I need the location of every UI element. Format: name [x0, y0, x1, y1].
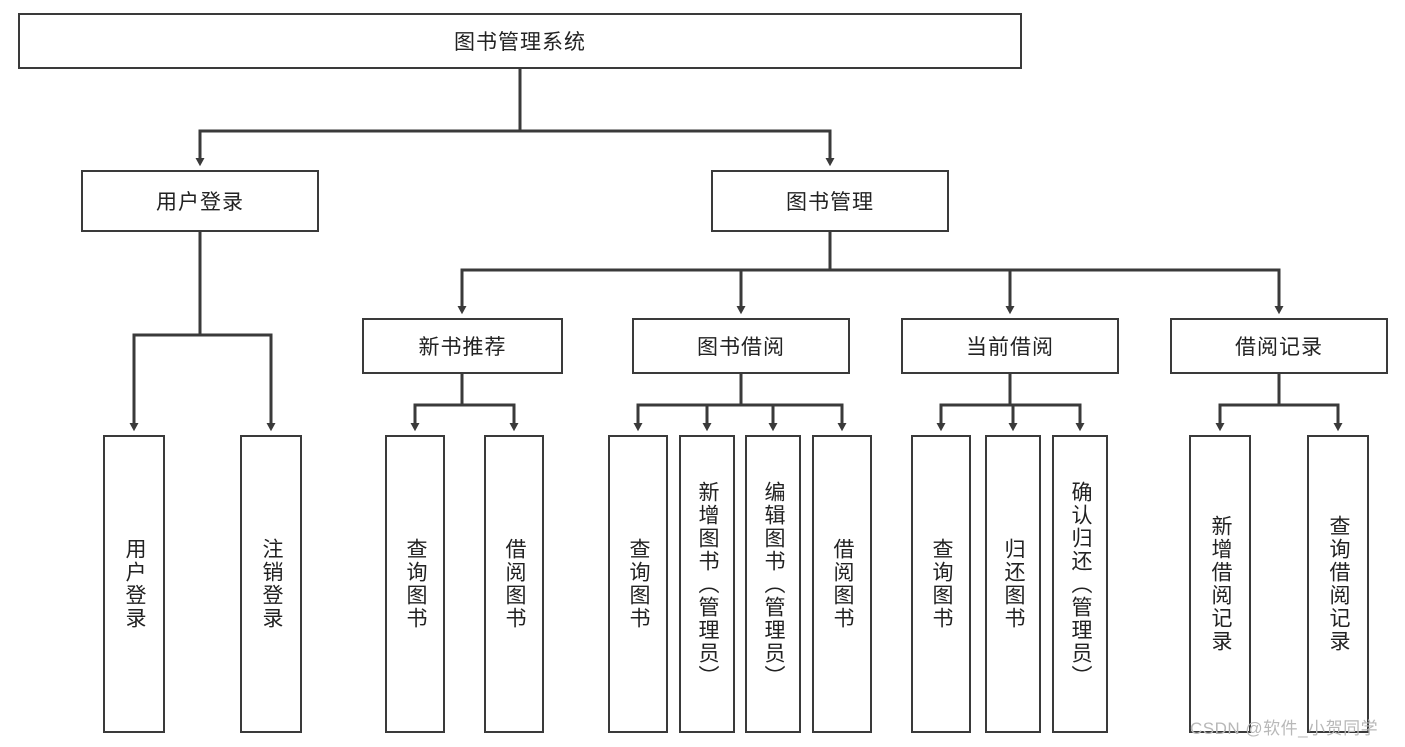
- level3-node-l3-2[interactable]: 当前借阅: [901, 318, 1119, 374]
- level3-node-l3-1[interactable]: 图书借阅: [632, 318, 850, 374]
- node-label: 查询图书: [404, 538, 428, 630]
- leaf-node-leaf-2[interactable]: 查询图书: [385, 435, 445, 733]
- csdn-watermark: CSDN @软件_小贺同学: [1190, 719, 1379, 738]
- level2-node-l2-1[interactable]: 图书管理: [711, 170, 949, 232]
- node-label: 借阅图书: [831, 538, 855, 630]
- leaf-node-leaf-5[interactable]: 新增图书（管理员）: [679, 435, 735, 733]
- leaf-node-leaf-12[interactable]: 查询借阅记录: [1307, 435, 1369, 733]
- leaf-node-leaf-3[interactable]: 借阅图书: [484, 435, 544, 733]
- node-label: 新增借阅记录: [1209, 515, 1233, 653]
- node-label: 查询借阅记录: [1327, 515, 1351, 653]
- level2-node-l2-0[interactable]: 用户登录: [81, 170, 319, 232]
- node-label: 查询图书: [627, 538, 651, 630]
- leaf-node-leaf-4[interactable]: 查询图书: [608, 435, 668, 733]
- leaf-node-leaf-9[interactable]: 归还图书: [985, 435, 1041, 733]
- node-label: 确认归还（管理员）: [1069, 480, 1093, 688]
- node-label: 新增图书（管理员）: [696, 480, 720, 688]
- node-label: 归还图书: [1002, 538, 1026, 630]
- leaf-node-leaf-7[interactable]: 借阅图书: [812, 435, 872, 733]
- node-label: 借阅记录: [1235, 336, 1323, 359]
- leaf-node-leaf-8[interactable]: 查询图书: [911, 435, 971, 733]
- level3-node-l3-0[interactable]: 新书推荐: [362, 318, 563, 374]
- leaf-node-leaf-0[interactable]: 用户登录: [103, 435, 165, 733]
- leaf-node-leaf-6[interactable]: 编辑图书（管理员）: [745, 435, 801, 733]
- leaf-node-leaf-11[interactable]: 新增借阅记录: [1189, 435, 1251, 733]
- root-node-root[interactable]: 图书管理系统: [18, 13, 1022, 69]
- node-label: 当前借阅: [966, 336, 1054, 359]
- node-label: 查询图书: [930, 538, 954, 630]
- node-label: 图书管理系统: [454, 31, 586, 54]
- node-label: 图书管理: [786, 191, 874, 214]
- node-label: 借阅图书: [503, 538, 527, 630]
- leaf-node-leaf-1[interactable]: 注销登录: [240, 435, 302, 733]
- node-label: 用户登录: [123, 538, 147, 630]
- node-label: 用户登录: [156, 191, 244, 214]
- node-label: 新书推荐: [418, 336, 507, 359]
- leaf-node-leaf-10[interactable]: 确认归还（管理员）: [1052, 435, 1108, 733]
- level3-node-l3-3[interactable]: 借阅记录: [1170, 318, 1388, 374]
- node-label: 图书借阅: [697, 336, 785, 359]
- node-label: 编辑图书（管理员）: [762, 480, 786, 688]
- node-label: 注销登录: [260, 538, 284, 630]
